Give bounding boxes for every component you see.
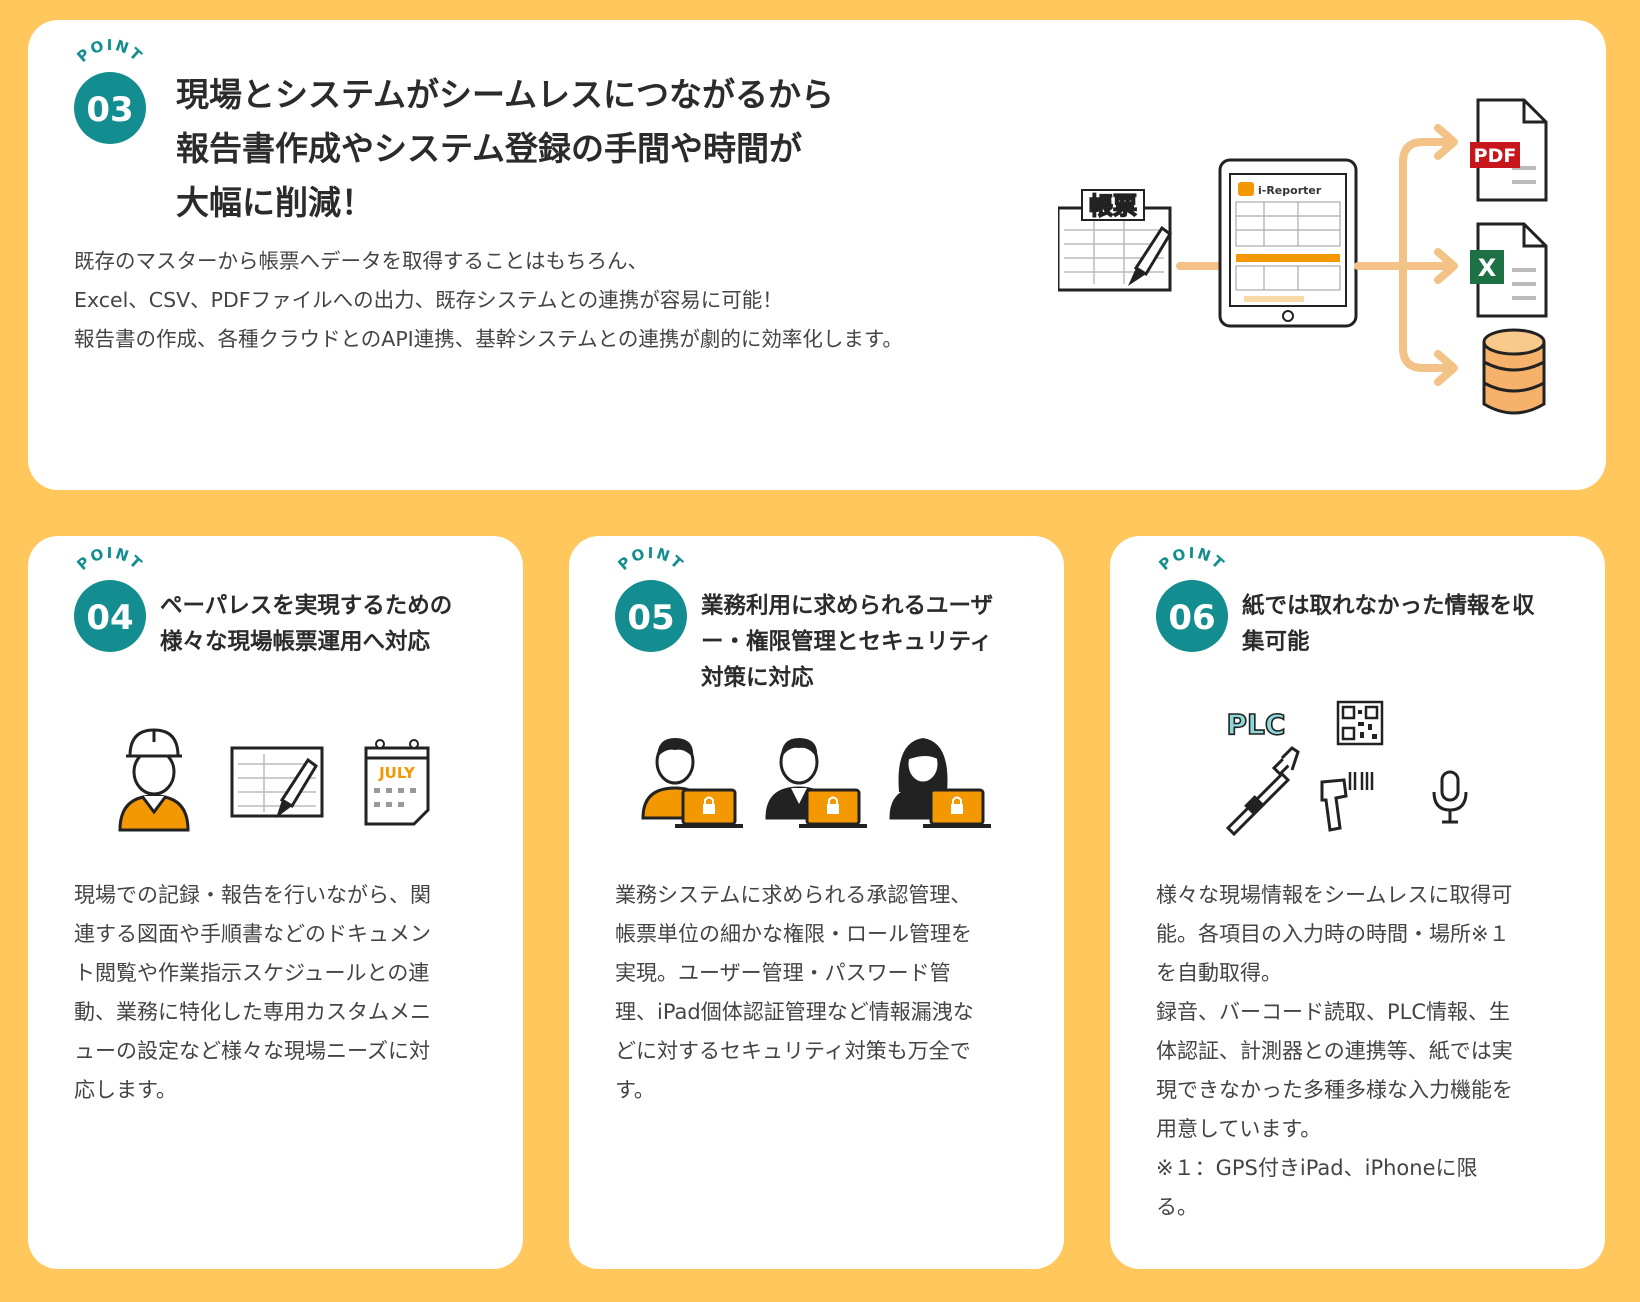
database-icon <box>1482 328 1546 415</box>
point-label: POINT <box>73 544 144 574</box>
point-06-card: POINT 06 紙では取れなかった情報を収 集可能 PLC <box>1110 536 1605 1269</box>
point-04-card: POINT 04 ペーパレスを実現するための 様々な現場帳票運用へ対応 <box>28 536 523 1269</box>
paperless-illustration: JULY <box>118 728 430 832</box>
excel-file-icon: X <box>1470 222 1548 318</box>
calendar-month: JULY <box>378 764 416 782</box>
integration-illustration: 帳票 i-Reporter <box>1058 98 1548 415</box>
point-03-badge: POINT 03 <box>72 36 148 146</box>
point-label: POINT <box>73 36 144 66</box>
app-name: i-Reporter <box>1258 184 1322 197</box>
svg-text:POINT: POINT <box>73 36 146 66</box>
plc-label: PLC <box>1227 708 1286 741</box>
svg-text:POINT: POINT <box>614 544 687 574</box>
point-number: 04 <box>86 598 133 638</box>
form-label: 帳票 <box>1089 192 1137 220</box>
svg-text:POINT: POINT <box>1155 544 1228 574</box>
output-arrows <box>1354 124 1458 386</box>
point-number: 05 <box>627 598 674 638</box>
pdf-file-icon: PDF <box>1470 98 1548 202</box>
tablet-icon: i-Reporter <box>1218 158 1358 328</box>
input-devices-illustration: PLC <box>1225 700 1468 836</box>
point-04-description: 現場での記録・報告を行いながら、関 連する図面や手順書などのドキュメン ト閲覧や… <box>74 883 431 1102</box>
pdf-label: PDF <box>1474 145 1517 167</box>
point-05-description: 業務システムに求められる承認管理、 帳票単位の細かな権限・ロール管理を 実現。ユ… <box>615 883 974 1102</box>
calendar-icon: JULY <box>364 739 430 826</box>
barcode-scanner-icon <box>1320 772 1374 832</box>
user-laptop-icon <box>641 738 743 828</box>
point-06-badge: POINT 06 <box>1154 544 1230 654</box>
microphone-icon <box>1432 770 1468 824</box>
form-sheet-icon: 帳票 <box>1058 189 1172 292</box>
form-sheet-icon <box>230 746 324 818</box>
point-06-heading: 紙では取れなかった情報を収 集可能 <box>1242 593 1535 655</box>
point-05-heading: 業務利用に求められるユーザ ー・権限管理とセキュリティ 対策に対応 <box>701 593 994 691</box>
point-label: POINT <box>1155 544 1226 574</box>
point-03-heading: 現場とシステムがシームレスにつながるから 報告書作成やシステム登録の手間や時間が… <box>176 75 835 222</box>
point-03-card: POINT 03 現場とシステムがシームレスにつながるから 報告書作成やシステム… <box>28 20 1606 490</box>
point-04-badge: POINT 04 <box>72 544 148 654</box>
point-05-badge: POINT 05 <box>613 544 689 654</box>
point-05-card: POINT 05 業務利用に求められるユーザ ー・権限管理とセキュリティ 対策に… <box>569 536 1064 1269</box>
users-security-illustration <box>641 738 991 828</box>
point-06-description: 様々な現場情報をシームレスに取得可 能。各項目の入力時の時間・場所※１ を自動取… <box>1156 883 1513 1219</box>
point-03-description: 既存のマスターから帳票へデータを取得することはもちろん、 Excel、CSV、P… <box>74 249 903 351</box>
svg-text:POINT: POINT <box>73 544 146 574</box>
point-number: 03 <box>86 90 133 130</box>
point-04-heading: ペーパレスを実現するための 様々な現場帳票運用へ対応 <box>160 593 453 655</box>
caliper-icon <box>1225 746 1300 836</box>
user-laptop-icon <box>765 738 867 828</box>
point-label: POINT <box>614 544 685 574</box>
excel-label: X <box>1478 254 1497 282</box>
point-number: 06 <box>1168 598 1215 638</box>
qr-code-icon <box>1336 700 1384 746</box>
worker-icon <box>118 728 190 832</box>
user-laptop-icon <box>889 738 991 828</box>
